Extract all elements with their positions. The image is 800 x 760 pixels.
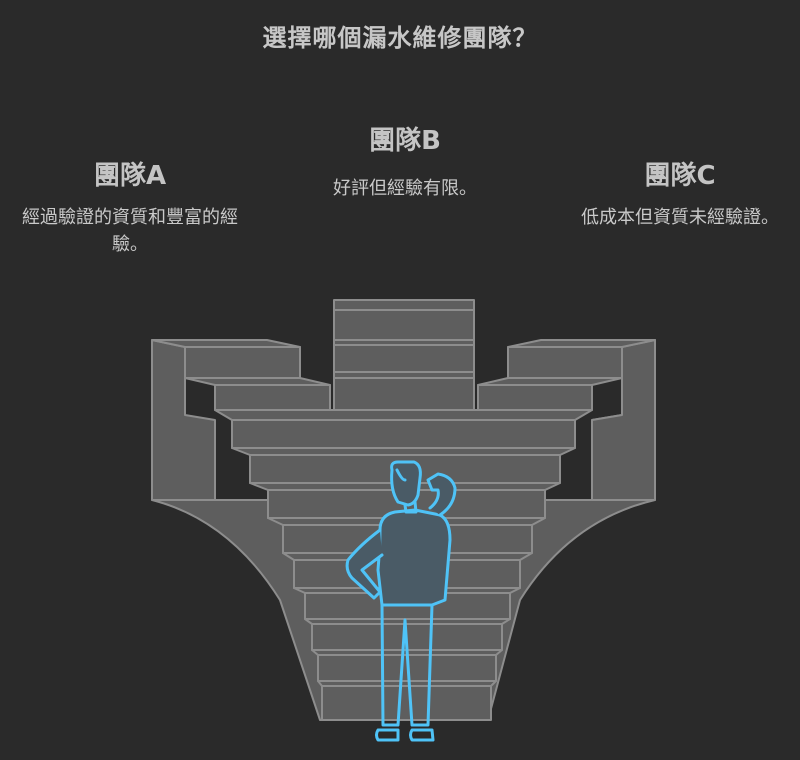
person-head: [392, 462, 421, 505]
person-shirt: [378, 510, 450, 605]
center-stair-tower: [334, 300, 474, 412]
